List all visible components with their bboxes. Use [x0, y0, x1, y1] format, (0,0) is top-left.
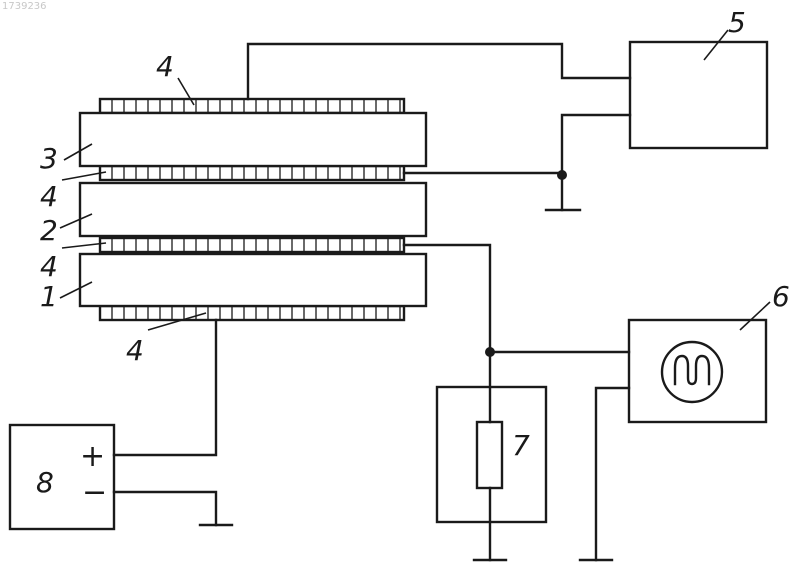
label-electrode-bottom: 4 — [126, 334, 144, 367]
electrode-upper-middle — [100, 166, 404, 180]
minus-sign: − — [82, 475, 107, 510]
watermark-id: 1739236 — [2, 1, 47, 12]
label-block-7: 7 — [512, 429, 530, 462]
electrode-bottom — [100, 306, 404, 320]
resistor-icon — [477, 422, 502, 488]
label-electrode-upper-middle: 4 — [40, 180, 58, 213]
label-electrode-lower-middle: 4 — [40, 250, 58, 283]
label-block-5: 5 — [728, 6, 746, 39]
label-plate-2: 2 — [40, 214, 58, 247]
block-5 — [630, 42, 767, 148]
label-block-6: 6 — [772, 280, 790, 313]
electrode-top — [100, 99, 404, 113]
label-block-8: 8 — [36, 466, 54, 499]
plus-sign: + — [80, 439, 105, 474]
label-plate-1: 1 — [40, 280, 58, 313]
plate-3 — [80, 113, 426, 166]
plate-2 — [80, 183, 426, 236]
label-plate-3: 3 — [40, 142, 58, 175]
electrode-lower-middle — [100, 238, 404, 252]
plate-1 — [80, 254, 426, 306]
label-electrode-top: 4 — [156, 50, 174, 83]
junction-dot-upper — [557, 170, 567, 180]
block-6-oscilloscope — [629, 320, 766, 422]
junction-dot-lower — [485, 347, 495, 357]
